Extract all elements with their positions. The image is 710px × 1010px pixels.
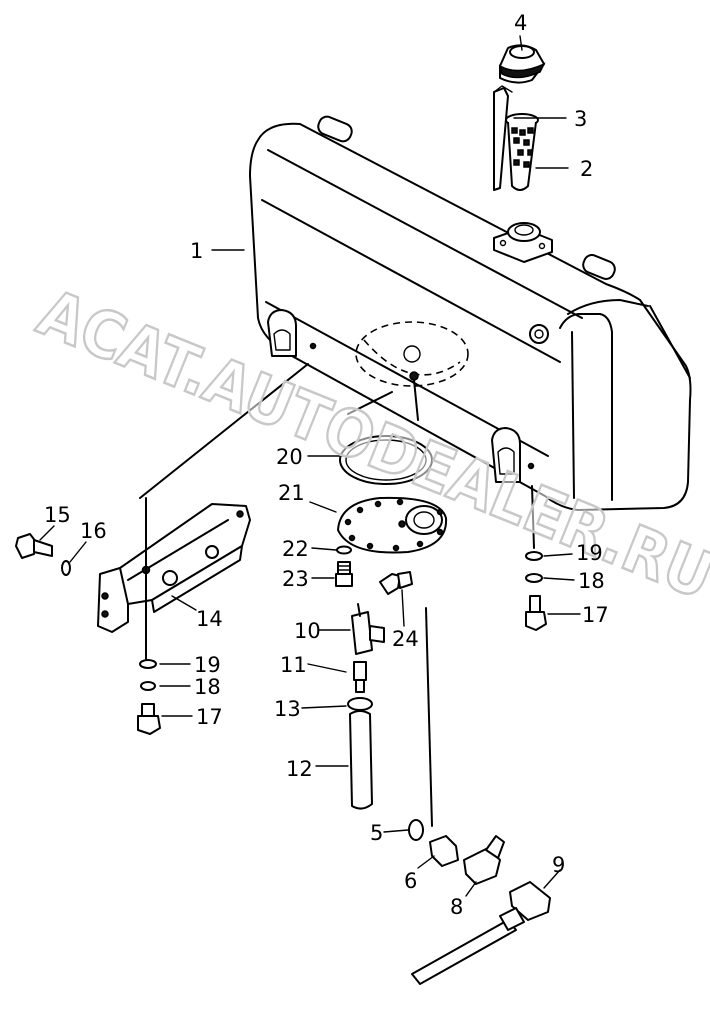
lock-washer-18-right	[525, 573, 543, 583]
callout-17-left: 17	[196, 705, 223, 729]
bolt-15	[15, 533, 53, 559]
leader-lines	[39, 35, 581, 897]
callout-1: 1	[190, 239, 203, 263]
nipple-11	[353, 661, 367, 693]
callout-13: 13	[274, 697, 301, 721]
callout-11: 11	[280, 653, 307, 677]
assembly-lines	[139, 363, 535, 827]
callout-15: 15	[44, 503, 71, 527]
washer-19-left	[139, 659, 157, 669]
callout-21: 21	[278, 481, 305, 505]
fuel-strainer	[505, 113, 539, 191]
washer-13	[347, 697, 373, 711]
nut-9	[509, 881, 551, 921]
suction-pipe	[411, 907, 525, 985]
callout-16: 16	[80, 519, 107, 543]
lock-washer-18-left	[140, 681, 156, 691]
callout-6: 6	[404, 869, 417, 893]
callout-5: 5	[370, 821, 383, 845]
callout-2: 2	[580, 157, 593, 181]
callout-20: 20	[276, 445, 303, 469]
washer-22	[336, 545, 352, 555]
bolt-17-right	[525, 595, 547, 631]
callout-19-right: 19	[576, 541, 603, 565]
callout-10: 10	[294, 619, 321, 643]
dipstick	[493, 85, 513, 191]
callout-19-left: 19	[194, 653, 221, 677]
bolt-23	[335, 561, 353, 587]
elbow-8	[463, 835, 505, 885]
callout-24: 24	[392, 627, 419, 651]
fuel-tank	[249, 115, 692, 511]
bolt-17-left	[137, 703, 161, 735]
callout-numbers: 1 2 3 4 5 6 8 9 10 11 12 13 14 15 16 17 …	[44, 11, 609, 919]
hose-12	[349, 710, 373, 810]
o-ring-5	[408, 819, 424, 841]
callout-17-right: 17	[582, 603, 609, 627]
callout-18-left: 18	[194, 675, 221, 699]
washer-16	[61, 560, 71, 576]
callout-4: 4	[514, 11, 527, 35]
callout-18-right: 18	[578, 569, 605, 593]
callout-3: 3	[574, 107, 587, 131]
callout-23: 23	[282, 567, 309, 591]
gasket	[339, 435, 433, 485]
filler-cap	[498, 44, 546, 84]
fitting-6	[429, 835, 459, 867]
cover-plate	[337, 496, 448, 554]
washer-19-right	[525, 551, 543, 561]
callout-9: 9	[552, 853, 565, 877]
callout-12: 12	[286, 757, 313, 781]
union-10	[351, 603, 385, 655]
connector-24	[379, 571, 413, 595]
callout-14: 14	[196, 607, 223, 631]
callout-22: 22	[282, 537, 309, 561]
mounting-bracket	[97, 503, 251, 633]
callout-8: 8	[450, 895, 463, 919]
